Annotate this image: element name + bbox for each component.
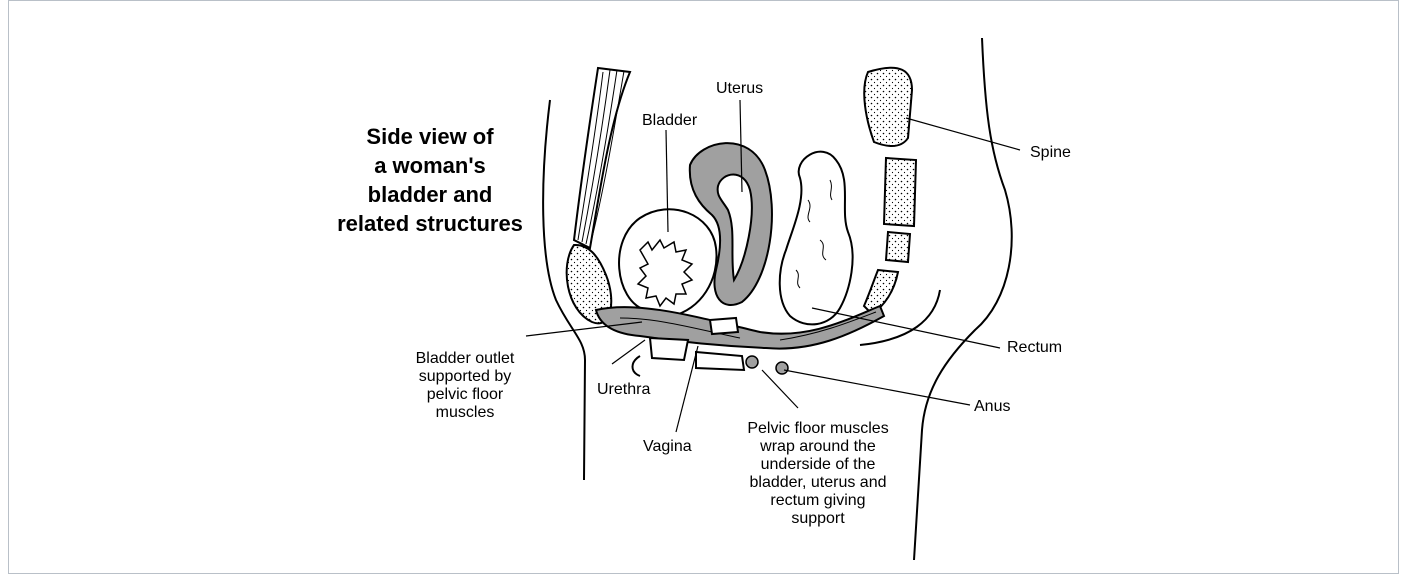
spine-vertebrae: [864, 68, 916, 314]
label-line: pelvic floor: [395, 386, 535, 404]
label-line: Bladder outlet: [395, 350, 535, 368]
uterus-label: Uterus: [716, 80, 763, 98]
perineum-block: [696, 352, 744, 370]
urethra-block: [650, 338, 688, 360]
urethra-label: Urethra: [597, 381, 650, 399]
label-line: Pelvic floor muscles: [718, 420, 918, 438]
pelvic-floor-label: Pelvic floor muscles wrap around the und…: [718, 420, 918, 528]
label-line: bladder, uterus and: [718, 474, 918, 492]
vagina-label: Vagina: [643, 438, 692, 456]
label-line: supported by: [395, 368, 535, 386]
label-line: wrap around the: [718, 438, 918, 456]
rectum-label: Rectum: [1007, 339, 1062, 357]
bladder-label: Bladder: [642, 112, 697, 130]
skin-contour: [633, 356, 641, 376]
diagram-title: Side view of a woman's bladder and relat…: [300, 122, 560, 238]
title-line: Side view of: [300, 122, 560, 151]
label-line: muscles: [395, 404, 535, 422]
label-line: underside of the: [718, 456, 918, 474]
bladder-outlet-label: Bladder outlet supported by pelvic floor…: [395, 350, 535, 422]
pelvic-floor-leader: [762, 370, 798, 408]
abdominal-muscle: [574, 68, 630, 248]
urethra-leader: [612, 340, 645, 364]
title-line: a woman's: [300, 151, 560, 180]
spine-leader: [906, 118, 1020, 150]
pelvic-floor-band: [596, 306, 884, 349]
anus-leader: [784, 370, 970, 405]
anal-sphincter-2: [776, 362, 788, 374]
title-line: related structures: [300, 209, 560, 238]
anal-sphincter: [746, 356, 758, 368]
rectum-shape: [780, 152, 853, 325]
title-line: bladder and: [300, 180, 560, 209]
label-line: rectum giving: [718, 492, 918, 510]
label-line: support: [718, 510, 918, 528]
anus-label: Anus: [974, 398, 1010, 416]
spine-label: Spine: [1030, 144, 1071, 162]
vaginal-block: [710, 318, 738, 334]
back-body-outline: [914, 38, 1012, 560]
